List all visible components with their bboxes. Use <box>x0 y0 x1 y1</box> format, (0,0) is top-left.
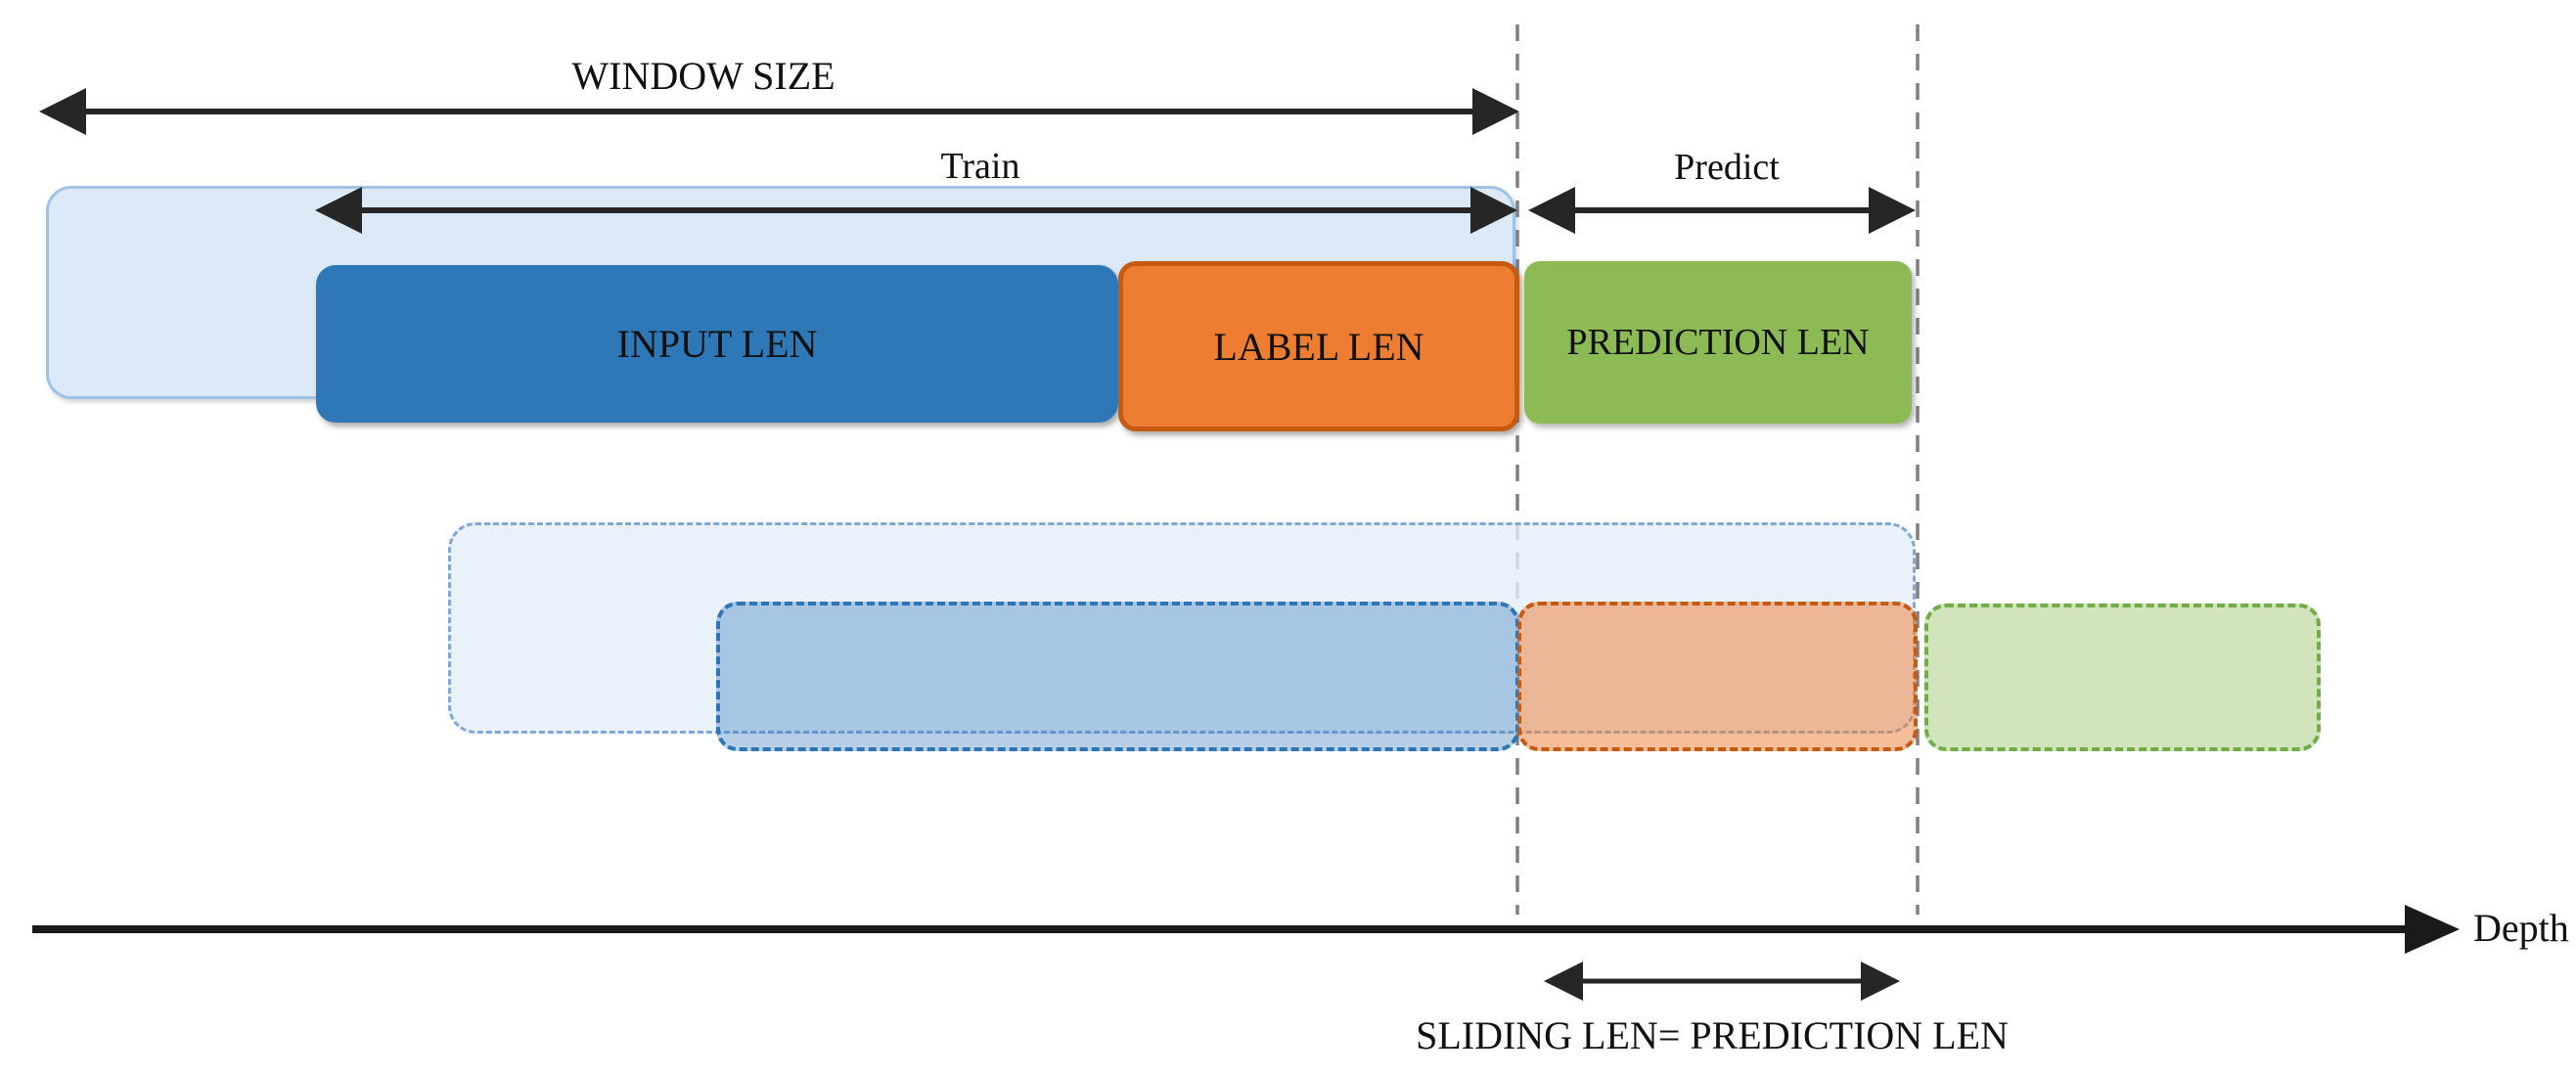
window-size-label: WINDOW SIZE <box>571 53 836 98</box>
window-size-arrow <box>39 88 1519 135</box>
right-arrowhead-icon <box>1470 187 1517 234</box>
label-len-label: LABEL LEN <box>1213 324 1424 369</box>
train-arrow <box>315 187 1517 234</box>
right-arrowhead-icon <box>2405 905 2460 954</box>
left-arrowhead-icon <box>315 187 362 234</box>
predict-arrow <box>1528 187 1916 234</box>
input-len-box <box>316 265 1118 423</box>
predict-label: Predict <box>1674 147 1780 188</box>
slid-label-len-box <box>1517 602 1918 751</box>
train-label: Train <box>940 146 1020 187</box>
left-arrowhead-icon <box>1544 962 1583 1001</box>
right-arrowhead-icon <box>1869 187 1916 234</box>
sliding-len-arrow <box>1544 962 1900 1001</box>
input-len-label: INPUT LEN <box>616 322 818 366</box>
left-arrowhead-icon <box>39 88 86 135</box>
prediction-len-label: PREDICTION LEN <box>1566 322 1870 363</box>
label-len-box <box>1118 261 1519 431</box>
right-arrowhead-icon <box>1861 962 1900 1001</box>
depth-axis-label: Depth <box>2473 905 2569 950</box>
prediction-len-box <box>1524 261 1912 424</box>
depth-axis <box>32 905 2460 954</box>
right-arrowhead-icon <box>1472 88 1519 135</box>
left-arrowhead-icon <box>1528 187 1575 234</box>
sliding-len-label: SLIDING LEN= PREDICTION LEN <box>1416 1012 2009 1057</box>
slid-prediction-len-box <box>1924 604 2321 751</box>
